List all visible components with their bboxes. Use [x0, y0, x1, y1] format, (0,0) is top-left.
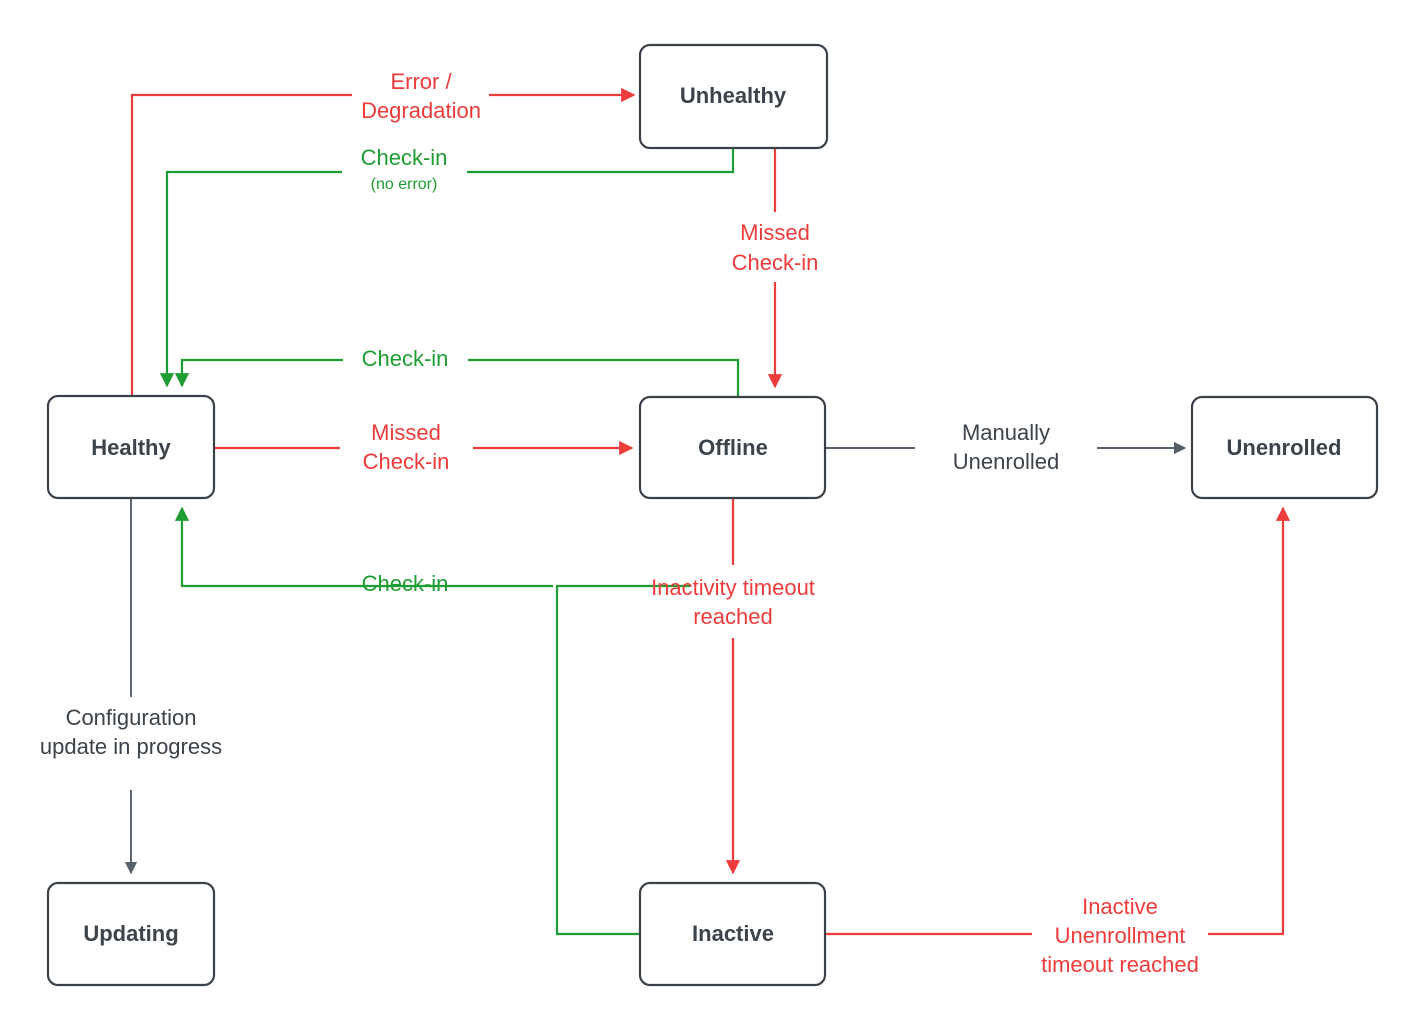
node-unenrolled-label: Unenrolled [1227, 435, 1342, 460]
edge-label-inactive-unenrollment-line2: Unenrollment [1055, 923, 1186, 948]
node-offline-label: Offline [698, 435, 768, 460]
edge-unhealthy-to-healthy [159, 148, 735, 388]
node-healthy-box[interactable] [46, 394, 216, 500]
node-offline-box[interactable] [638, 395, 827, 500]
node-inactive-box[interactable] [638, 881, 827, 987]
edge-label-config-update-line1: Configuration [66, 705, 197, 730]
node-offline[interactable]: Offline [638, 395, 827, 500]
edge-label-config-update-line2: update in progress [40, 734, 222, 759]
node-unhealthy-label: Unhealthy [680, 83, 787, 108]
edge-healthy-to-unhealthy [130, 87, 636, 396]
node-healthy-label: Healthy [91, 435, 171, 460]
edge-label-missed-checkin-mid-line2: Check-in [363, 449, 450, 474]
edge-label-error-degradation-line2: Degradation [361, 98, 481, 123]
node-unhealthy[interactable]: Unhealthy [638, 43, 829, 150]
edge-label-manually-unenrolled-line1: Manually [962, 420, 1050, 445]
edge-label-inactivity-timeout-line1: Inactivity timeout [651, 575, 815, 600]
node-updating[interactable]: Updating [46, 881, 216, 987]
edge-label-inactive-unenrollment-line3: timeout reached [1041, 952, 1199, 977]
node-updating-label: Updating [83, 921, 178, 946]
node-inactive-label: Inactive [692, 921, 774, 946]
node-healthy[interactable]: Healthy [46, 394, 216, 500]
edge-label-checkin-noerror-line1: Check-in [361, 145, 448, 170]
edge-label-checkin-offline: Check-in [362, 346, 449, 371]
edge-label-missed-checkin-top-line1: Missed [740, 220, 810, 245]
node-inactive[interactable]: Inactive [638, 881, 827, 987]
node-unenrolled[interactable]: Unenrolled [1190, 395, 1379, 500]
edge-label-missed-checkin-top-line2: Check-in [732, 250, 819, 275]
edge-offline-to-healthy [174, 358, 740, 397]
edge-inactive-to-unenrolled [825, 506, 1291, 936]
node-unhealthy-box[interactable] [638, 43, 829, 150]
edge-label-checkin-noerror-line2: (no error) [371, 176, 438, 193]
edge-label-inactivity-timeout-line2: reached [693, 604, 773, 629]
edge-label-missed-checkin-mid-line1: Missed [371, 420, 441, 445]
edge-label-error-degradation-line1: Error / [390, 69, 452, 94]
edge-inactive-to-healthy [174, 506, 690, 936]
edge-label-manually-unenrolled-line2: Unenrolled [953, 449, 1059, 474]
node-updating-box[interactable] [46, 881, 216, 987]
node-unenrolled-box[interactable] [1190, 395, 1379, 500]
edge-label-checkin-inactive: Check-in [362, 571, 449, 596]
edge-label-inactive-unenrollment-line1: Inactive [1082, 894, 1158, 919]
